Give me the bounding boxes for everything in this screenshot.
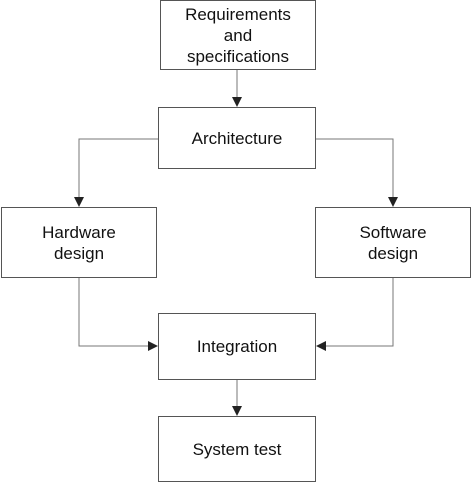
requirements-node: Requirements and specifications (160, 0, 316, 70)
integration-label: Integration (196, 337, 278, 356)
software-design-node: Software design (315, 207, 471, 278)
architecture-label: Architecture (191, 128, 283, 148)
hardware-design-label: Hardware design (42, 222, 116, 263)
integration-node: Integration (158, 313, 316, 380)
arrow-software-to-integration (316, 278, 394, 351)
system-test-node: System test (158, 416, 316, 482)
arrow-architecture-to-hardware (74, 138, 158, 207)
arrow-architecture-to-software (316, 138, 398, 207)
arrow-hardware-to-integration (78, 278, 158, 351)
requirements-label: Requirements and specifications (185, 4, 291, 66)
hardware-design-node: Hardware design (1, 207, 157, 278)
architecture-node: Architecture (158, 107, 316, 169)
system-test-label: System test (192, 439, 282, 459)
software-design-label: Software design (359, 222, 427, 263)
